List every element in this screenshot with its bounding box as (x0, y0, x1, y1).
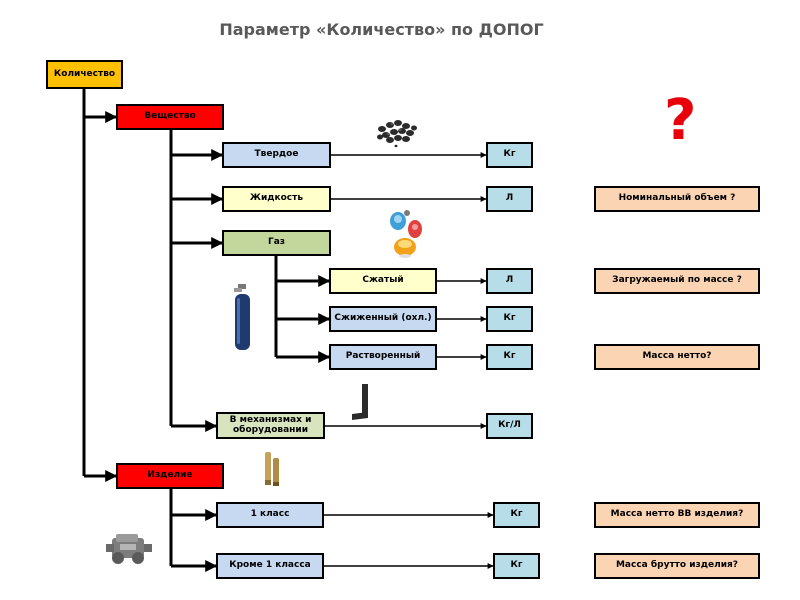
node-dissolved: Растворенный (329, 344, 437, 370)
flasks-icon (390, 210, 422, 258)
unit-class1: Кг (493, 502, 540, 528)
unit-in-machinery: Кг/Л (486, 413, 533, 439)
bracket-icon (352, 384, 368, 420)
unit-compressed: Л (486, 268, 533, 294)
node-in-machinery: В механизмах и оборудовании (216, 412, 325, 439)
node-compressed: Сжатый (329, 268, 437, 294)
granules-icon (377, 120, 417, 148)
cartridge-icon (265, 452, 279, 486)
node-except-class1: Кроме 1 класса (216, 553, 324, 579)
category-substance: Вещество (116, 104, 224, 130)
note-gross-mass-article: Масса брутто изделия? (594, 553, 760, 579)
unit-liquid: Л (486, 186, 533, 212)
node-class1: 1 класс (216, 502, 324, 528)
question-mark: ? (664, 88, 697, 153)
note-net-mass: Масса нетто? (594, 344, 760, 370)
unit-except-class1: Кг (493, 553, 540, 579)
note-net-mass-explosive: Масса нетто ВВ изделия? (594, 502, 760, 528)
unit-dissolved: Кг (486, 344, 533, 370)
page-title: Параметр «Количество» по ДОПОГ (219, 20, 544, 39)
node-liquid: Жидкость (222, 186, 331, 212)
node-solid: Твердое (222, 142, 331, 168)
engine-icon (106, 534, 152, 564)
note-nominal-volume: Номинальный объем ? (594, 186, 760, 212)
node-gas: Газ (222, 230, 331, 256)
unit-solid: Кг (486, 142, 533, 168)
root-node: Количество (46, 60, 123, 89)
gas-cylinder-icon (234, 284, 250, 350)
note-loaded-by-mass: Загружаемый по массе ? (594, 268, 760, 294)
node-liquefied: Сжиженный (охл.) (329, 306, 437, 332)
unit-liquefied: Кг (486, 306, 533, 332)
category-article: Изделие (116, 463, 224, 489)
